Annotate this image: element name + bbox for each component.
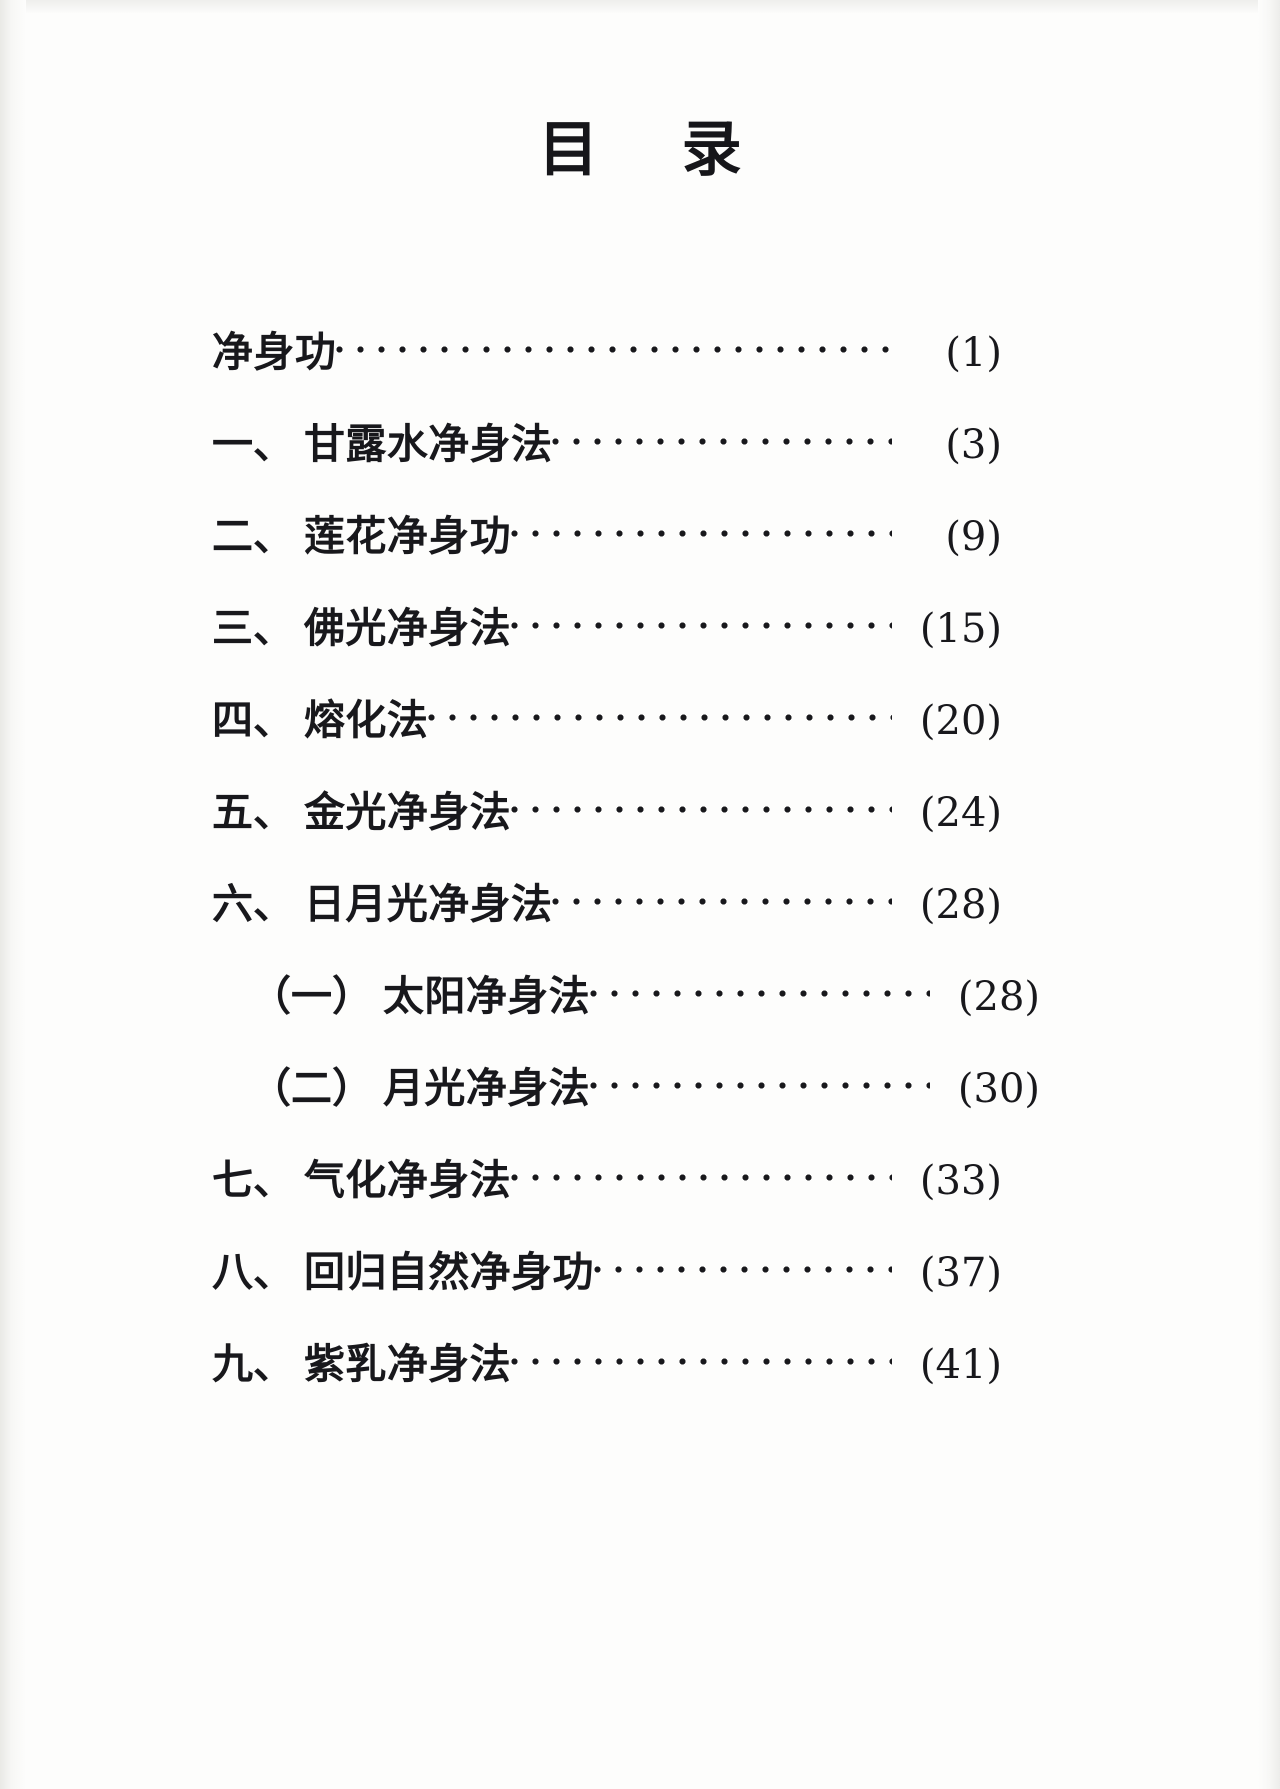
toc-page-number: (30) (957, 1066, 1040, 1112)
toc-dot-leader (511, 1153, 892, 1194)
toc-dot-leader (511, 785, 892, 826)
toc-page-number: (41) (919, 1342, 1002, 1388)
toc-dot-leader (511, 1337, 892, 1378)
toc-entry[interactable]: 二、莲花净身功 (9) (212, 502, 1002, 594)
toc-dot-leader (590, 969, 930, 1010)
toc-entry[interactable]: 七、气化净身法 (33) (212, 1146, 1002, 1238)
page-title: 目 录 (538, 115, 773, 185)
toc-entry[interactable]: （一）太阳净身法 (28) (212, 962, 1040, 1054)
toc-entry-marker: 五、 (212, 788, 294, 836)
toc-entry-label: 熔化法 (304, 696, 429, 744)
toc-entry-label: 紫乳净身法 (304, 1340, 512, 1388)
toc-page-number: (3) (945, 422, 1002, 468)
toc-page-number: (33) (919, 1158, 1002, 1204)
scan-edge-shading-top (0, 0, 1280, 14)
toc-page-number: (24) (919, 790, 1002, 836)
toc-page-number: (9) (945, 514, 1002, 560)
toc-entry[interactable]: 净身功 (1) (212, 318, 1002, 410)
toc-page-number: (1) (945, 330, 1002, 376)
toc-page-number: (15) (919, 606, 1002, 652)
scan-edge-shading-right (1258, 0, 1280, 1789)
toc-entry-marker: 四、 (212, 696, 294, 744)
toc-entry[interactable]: 九、紫乳净身法 (41) (212, 1330, 1002, 1422)
toc-entry-marker: （二） (250, 1064, 373, 1112)
toc-entry[interactable]: 三、佛光净身法 (15) (212, 594, 1002, 686)
toc-entry[interactable]: 四、熔化法 (20) (212, 686, 1002, 778)
toc-page-number: (20) (919, 698, 1002, 744)
toc-dot-leader (336, 325, 892, 366)
toc-dot-leader (590, 1061, 930, 1102)
toc-entry[interactable]: 六、日月光净身法 (28) (212, 870, 1002, 962)
toc-entry-marker: 一、 (212, 420, 294, 468)
toc-entry-label: 回归自然净身功 (304, 1248, 594, 1296)
table-of-contents-list: 净身功 (1) 一、甘露水净身法 (3) 二、莲花净身功 (9) 三、佛光净身法 (15) 四、… (212, 318, 1040, 1422)
toc-entry-marker: （一） (250, 972, 373, 1020)
toc-entry-label: 日月光净身法 (304, 880, 553, 928)
toc-entry-marker: 八、 (212, 1248, 294, 1296)
toc-entry-marker: 九、 (212, 1340, 294, 1388)
toc-page-number: (28) (957, 974, 1040, 1020)
toc-dot-leader (552, 877, 892, 918)
toc-page-number: (37) (919, 1250, 1002, 1296)
toc-entry[interactable]: 八、回归自然净身功 (37) (212, 1238, 1002, 1330)
toc-entry[interactable]: （二）月光净身法 (30) (212, 1054, 1040, 1146)
toc-entry-label: 月光净身法 (383, 1064, 591, 1112)
toc-entry-label: 莲花净身功 (304, 512, 512, 560)
toc-dot-leader (593, 1245, 892, 1286)
toc-entry-marker: 二、 (212, 512, 294, 560)
scan-edge-shading-left (0, 0, 26, 1789)
toc-entry-marker: 七、 (212, 1156, 294, 1204)
toc-dot-leader (511, 509, 892, 550)
toc-entry[interactable]: 五、金光净身法 (24) (212, 778, 1002, 870)
toc-dot-leader (511, 601, 892, 642)
toc-dot-leader (552, 417, 892, 458)
toc-entry[interactable]: 一、甘露水净身法 (3) (212, 410, 1002, 502)
toc-entry-marker: 三、 (212, 604, 294, 652)
toc-entry-label: 佛光净身法 (304, 604, 512, 652)
toc-entry-label: 净身功 (212, 328, 337, 376)
toc-entry-label: 气化净身法 (304, 1156, 512, 1204)
toc-entry-label: 甘露水净身法 (304, 420, 553, 468)
toc-entry-label: 金光净身法 (304, 788, 512, 836)
toc-entry-label: 太阳净身法 (383, 972, 591, 1020)
toc-dot-leader (428, 693, 892, 734)
toc-page-number: (28) (919, 882, 1002, 928)
toc-entry-marker: 六、 (212, 880, 294, 928)
